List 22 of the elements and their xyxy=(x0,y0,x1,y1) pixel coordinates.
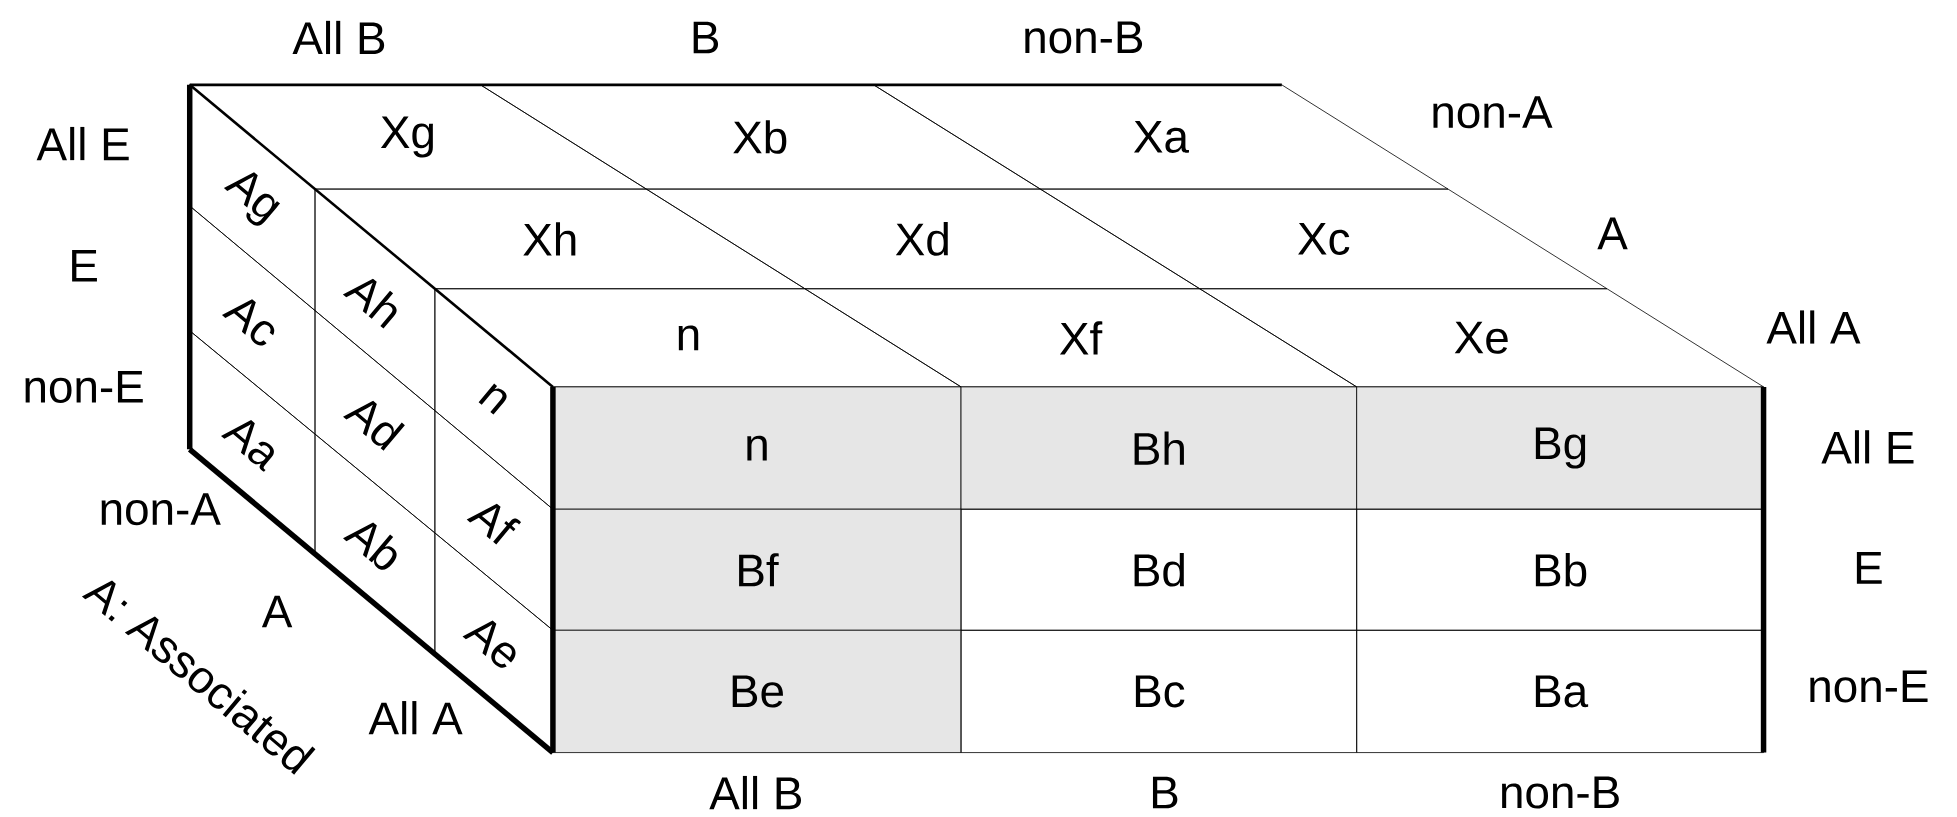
grid-cell: Bb xyxy=(1356,508,1764,631)
node-label: Xg xyxy=(380,116,433,158)
axis-label: E xyxy=(72,249,97,282)
grid-cell: Bf xyxy=(552,508,962,631)
axis-label: E xyxy=(1856,551,1882,584)
grid-cell: Xd xyxy=(645,188,1201,289)
axis-label: All E xyxy=(36,126,129,160)
axis-label: non-B xyxy=(1025,21,1143,54)
grid-cell: Be xyxy=(552,629,962,753)
grid-cell: Xb xyxy=(480,84,1041,190)
grid-cell: Bh xyxy=(960,386,1358,510)
axis-label: non-E xyxy=(1810,670,1928,703)
axis-label: All B xyxy=(292,20,385,54)
grid-cell: Ba xyxy=(1356,629,1764,753)
grid-cell: Bg xyxy=(1356,386,1764,510)
axis-label: B xyxy=(693,21,719,53)
grid-cell: n xyxy=(552,386,962,510)
grid-cell: Bc xyxy=(960,629,1358,753)
grid-cell: Bd xyxy=(960,508,1358,631)
axis-label: non-E xyxy=(25,370,143,403)
axis-label: All A xyxy=(1766,310,1861,344)
axis-label: All E xyxy=(1821,430,1914,464)
